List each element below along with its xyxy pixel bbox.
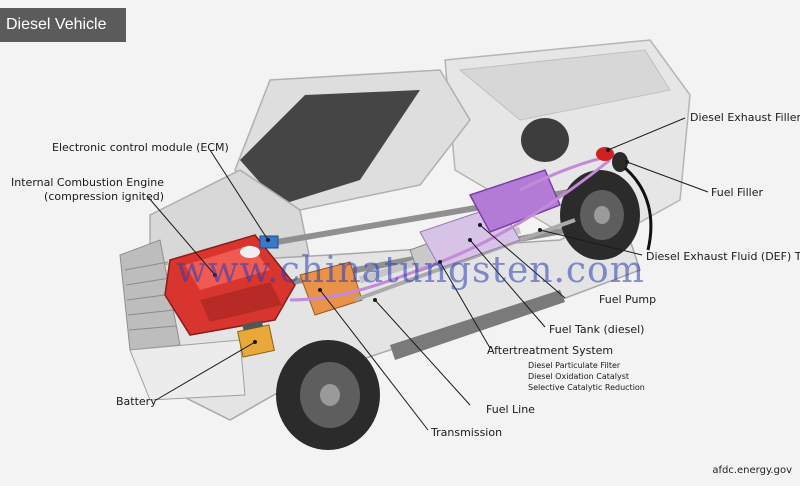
label-fuel-line: Fuel Line — [486, 403, 535, 416]
leader-lines — [147, 117, 709, 431]
label-transmission: Transmission — [431, 426, 503, 439]
def-tank — [468, 169, 561, 233]
watermark-text: www.chinatungsten.com — [176, 250, 645, 291]
ecm-module — [259, 235, 279, 249]
label-aftertreatment-item-3: Selective Catalytic Reduction — [528, 383, 645, 392]
battery-block — [237, 320, 275, 358]
label-engine-line2: (compression ignited) — [44, 190, 164, 203]
transmission-block — [299, 261, 363, 316]
truck-body — [119, 39, 691, 421]
rear-wheel — [560, 170, 640, 260]
label-fuel-pump: Fuel Pump — [599, 293, 657, 306]
page-title: Diesel Vehicle — [0, 8, 126, 42]
label-aftertreatment-item-1: Diesel Particulate Filter — [528, 361, 621, 370]
label-engine-line1: Internal Combustion Engine — [11, 176, 164, 189]
label-ecm: Electronic control module (ECM) — [52, 141, 229, 154]
label-battery: Battery — [116, 395, 157, 408]
rear-inner-wheel — [521, 118, 569, 162]
label-aftertreatment-item-2: Diesel Oxidation Catalyst — [528, 372, 630, 381]
label-def-tank: Diesel Exhaust Fluid (DEF) Tank — [646, 250, 800, 263]
source-credit: afdc.energy.gov — [712, 465, 792, 476]
label-fuel-tank: Fuel Tank (diesel) — [549, 323, 645, 336]
front-wheel — [276, 340, 380, 450]
engine-block — [164, 234, 296, 336]
label-def-filler: Diesel Exhaust Filler — [690, 111, 800, 124]
label-aftertreatment: Aftertreatment System — [487, 344, 614, 357]
label-fuel-filler: Fuel Filler — [711, 186, 764, 199]
fuel-filler-cap — [612, 152, 653, 251]
